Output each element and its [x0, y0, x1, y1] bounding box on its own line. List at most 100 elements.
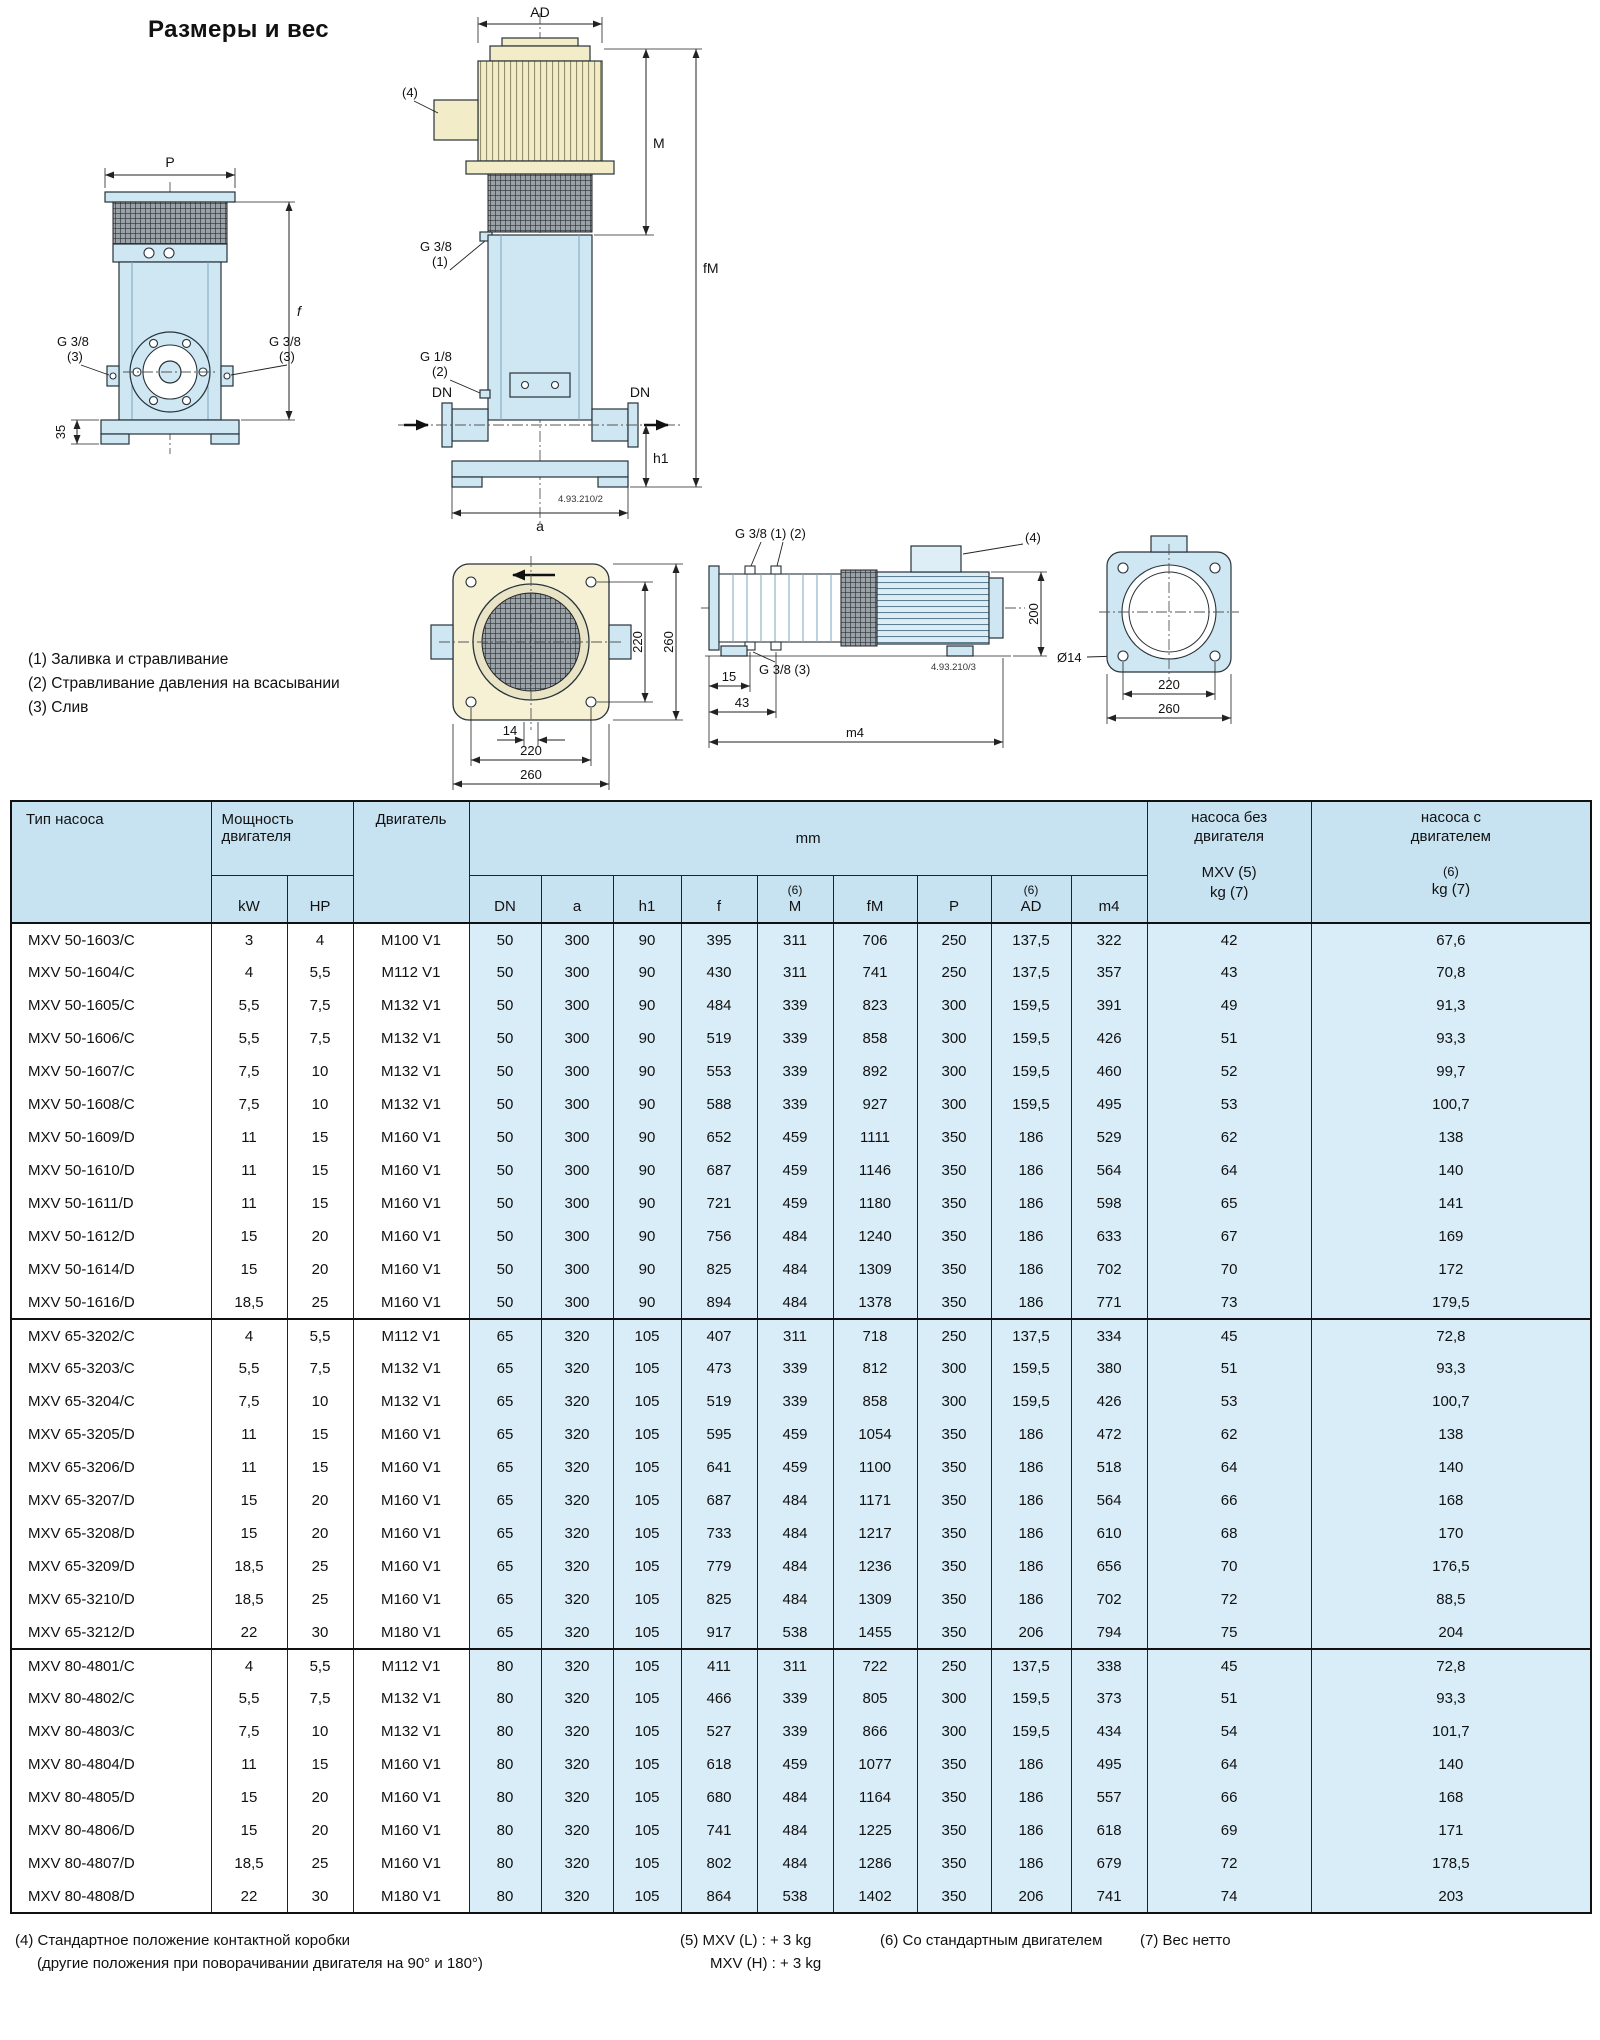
value-cell: 176,5	[1310, 1550, 1592, 1583]
pump-type-cell: MXV 65-3212/D	[10, 1616, 212, 1649]
value-cell: 186	[990, 1286, 1072, 1319]
value-cell: 68	[1146, 1517, 1312, 1550]
value-cell: 300	[916, 1088, 992, 1121]
value-cell: 7,5	[286, 1352, 354, 1385]
value-cell: 25	[286, 1550, 354, 1583]
value-cell: 186	[990, 1187, 1072, 1220]
value-cell: 300	[916, 1055, 992, 1088]
weight-without-title: насоса без двигателя	[1191, 809, 1268, 845]
value-cell: 105	[612, 1451, 682, 1484]
value-cell: 812	[832, 1352, 918, 1385]
value-cell: 484	[756, 1550, 834, 1583]
value-cell: 65	[1146, 1187, 1312, 1220]
value-cell: 30	[286, 1616, 354, 1649]
value-cell: 90	[612, 1088, 682, 1121]
value-cell: 105	[612, 1484, 682, 1517]
value-cell: 93,3	[1310, 1682, 1592, 1715]
value-cell: 11	[210, 1418, 288, 1451]
value-cell: 484	[756, 1583, 834, 1616]
value-cell: 426	[1070, 1022, 1148, 1055]
value-cell: 7,5	[286, 989, 354, 1022]
value-cell: M160 V1	[352, 1847, 470, 1880]
value-cell: 140	[1310, 1748, 1592, 1781]
value-cell: 5,5	[210, 989, 288, 1022]
value-cell: 771	[1070, 1286, 1148, 1319]
value-cell: 25	[286, 1286, 354, 1319]
value-cell: 70	[1146, 1253, 1312, 1286]
value-cell: 105	[612, 1682, 682, 1715]
value-cell: 18,5	[210, 1550, 288, 1583]
value-cell: 171	[1310, 1814, 1592, 1847]
value-cell: M132 V1	[352, 1055, 470, 1088]
value-cell: 7,5	[286, 1682, 354, 1715]
value-cell: 633	[1070, 1220, 1148, 1253]
value-cell: 159,5	[990, 1352, 1072, 1385]
col-header-mm: mm	[468, 800, 1148, 876]
dim-260h-label: 260	[520, 767, 542, 782]
value-cell: 610	[1070, 1517, 1148, 1550]
dim-220h-label: 220	[520, 743, 542, 758]
value-cell: 25	[286, 1847, 354, 1880]
pump-type-cell: MXV 65-3207/D	[10, 1484, 212, 1517]
value-cell: 69	[1146, 1814, 1312, 1847]
value-cell: 80	[468, 1814, 542, 1847]
value-cell: 186	[990, 1748, 1072, 1781]
value-cell: M160 V1	[352, 1550, 470, 1583]
pump-type-cell: MXV 50-1604/C	[10, 956, 212, 989]
value-cell: 7,5	[210, 1055, 288, 1088]
ports-g38-12-label: G 3/8 (1) (2)	[735, 526, 806, 541]
value-cell: 538	[756, 1880, 834, 1913]
value-cell: 484	[756, 1517, 834, 1550]
dim-p-label: P	[165, 154, 174, 170]
port-g38-1-label: G 3/8	[420, 239, 452, 254]
value-cell: 72	[1146, 1847, 1312, 1880]
legend-note-2: (2) Стравливание давления на всасывании	[28, 675, 340, 693]
value-cell: 917	[680, 1616, 758, 1649]
pump-type-cell: MXV 50-1614/D	[10, 1253, 212, 1286]
col-header-ad: (6) AD	[990, 874, 1072, 924]
table-header-units-row: kW HP DN a h1 f (6) M fM P (6) AD m4	[11, 874, 1591, 924]
col-header-hp: HP	[286, 874, 354, 924]
value-cell: 459	[756, 1187, 834, 1220]
value-cell: 137,5	[990, 1318, 1072, 1352]
pump-base	[100, 419, 240, 435]
footnote-4-line1: (4) Стандартное положение контактной кор…	[15, 1932, 351, 1949]
value-cell: 350	[916, 1418, 992, 1451]
value-cell: 186	[990, 1154, 1072, 1187]
legend-notes: (1) Заливка и стравливание (2) Стравлива…	[28, 648, 340, 720]
value-cell: 1402	[832, 1880, 918, 1913]
value-cell: 72,8	[1310, 1318, 1592, 1352]
value-cell: 20	[286, 1253, 354, 1286]
pump-type-cell: MXV 65-3204/C	[10, 1385, 212, 1418]
value-cell: 459	[756, 1418, 834, 1451]
value-cell: 350	[916, 1187, 992, 1220]
value-cell: 105	[612, 1715, 682, 1748]
dim-260v-label: 260	[661, 631, 676, 653]
port-g18-label: G 1/8	[420, 349, 452, 364]
value-cell: 18,5	[210, 1286, 288, 1319]
value-cell: 15	[210, 1253, 288, 1286]
value-cell: 300	[916, 1352, 992, 1385]
value-cell: 45	[1146, 1648, 1312, 1682]
value-cell: M180 V1	[352, 1880, 470, 1913]
value-cell: 15	[210, 1814, 288, 1847]
value-cell: 519	[680, 1022, 758, 1055]
col-header-power: Мощность двигателя	[210, 800, 354, 876]
value-cell: 169	[1310, 1220, 1592, 1253]
value-cell: 105	[612, 1648, 682, 1682]
value-cell: 1225	[832, 1814, 918, 1847]
value-cell: 90	[612, 1253, 682, 1286]
dimensions-table: Тип насоса Мощность двигателя Двигатель …	[10, 800, 1593, 1914]
value-cell: 519	[680, 1385, 758, 1418]
value-cell: 4	[210, 1318, 288, 1352]
pump-type-cell: MXV 50-1612/D	[10, 1220, 212, 1253]
value-cell: 706	[832, 923, 918, 956]
value-cell: 1217	[832, 1517, 918, 1550]
value-cell: 794	[1070, 1616, 1148, 1649]
dim-m4-label: m4	[846, 725, 864, 740]
weight-without-mxv: MXV (5)	[1201, 863, 1257, 881]
value-cell: 641	[680, 1451, 758, 1484]
